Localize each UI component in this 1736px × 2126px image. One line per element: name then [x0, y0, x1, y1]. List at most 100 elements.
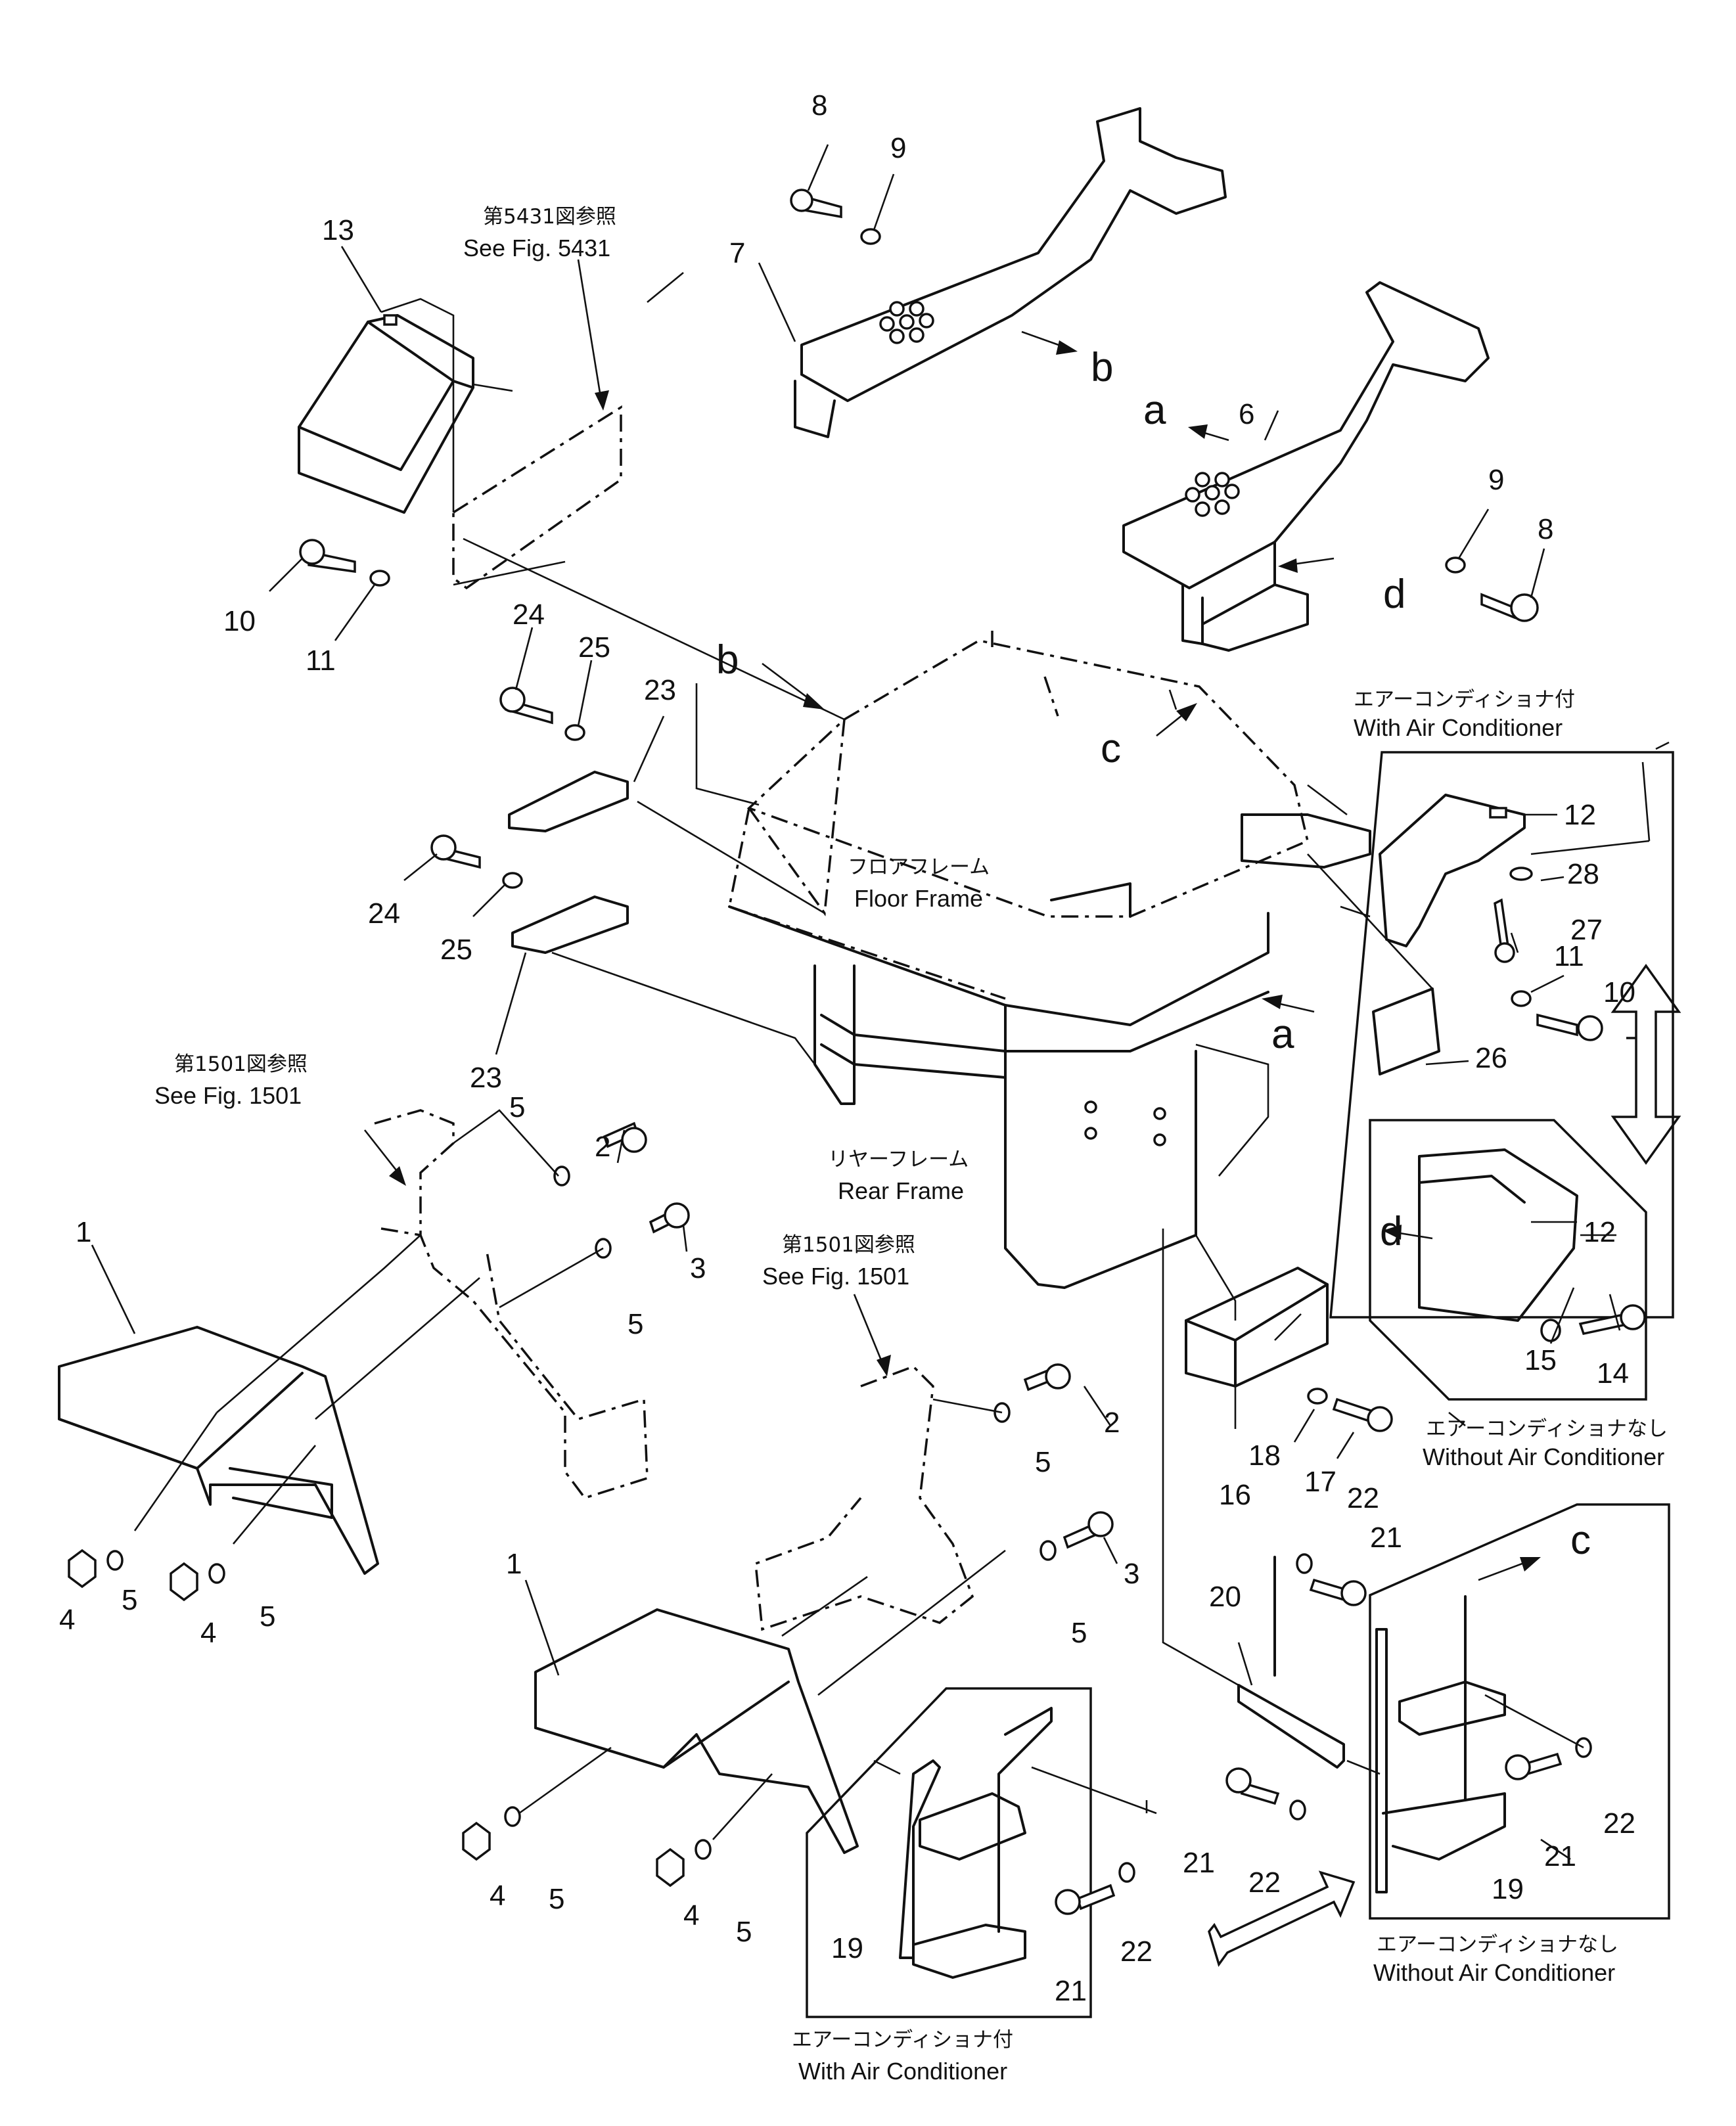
callout-9: 9	[890, 132, 906, 164]
bracket-see-1501-bottom	[754, 1365, 974, 1631]
callout-22: 22	[1347, 1482, 1379, 1514]
ref-letter-d: d	[1380, 1209, 1402, 1254]
step-part-19-left	[899, 1707, 1053, 1979]
box-without-ac-bottom	[1369, 1503, 1670, 1920]
callout-9: 9	[1488, 464, 1504, 496]
label-without-ac-jp: エアーコンディショナなし	[1377, 1933, 1618, 1956]
callout-19: 19	[1492, 1873, 1524, 1905]
plate-see-5431	[452, 405, 622, 590]
callout-20: 20	[1209, 1581, 1241, 1613]
label-rear-frame-jp: リヤーフレーム	[828, 1148, 969, 1171]
callout-13: 13	[322, 214, 354, 246]
callout-24: 24	[513, 599, 545, 631]
plate-part-26	[1372, 987, 1440, 1075]
hardware	[68, 189, 1646, 1915]
ref-letter-d: d	[1383, 572, 1405, 617]
box-part-16	[1185, 1267, 1329, 1388]
ref-letter-a: a	[1271, 1012, 1294, 1057]
bracket-part-20	[1237, 1556, 1345, 1769]
step-part-19-right	[1375, 1595, 1506, 1893]
label-without-ac-en: Without Air Conditioner	[1373, 1959, 1615, 1986]
label-without-ac-en: Without Air Conditioner	[1423, 1443, 1664, 1470]
callout-22: 22	[1120, 1935, 1153, 1968]
callout-5: 5	[1071, 1617, 1087, 1649]
callout-21: 21	[1544, 1840, 1576, 1872]
double-arrow-vertical	[1610, 963, 1681, 1165]
label-rear-frame-en: Rear Frame	[838, 1177, 964, 1204]
cover-part-13	[298, 314, 474, 514]
callout-5: 5	[122, 1584, 137, 1616]
box-with-ac-bottom	[806, 1687, 1092, 2018]
callout-5: 5	[736, 1916, 752, 1948]
callout-26: 26	[1475, 1042, 1507, 1074]
note-see-fig-1501-jp: 第1501図参照	[782, 1233, 915, 1257]
callout-3: 3	[690, 1252, 706, 1284]
ref-letter-c: c	[1570, 1518, 1591, 1563]
callout-19: 19	[831, 1932, 863, 1964]
callout-5: 5	[549, 1883, 564, 1915]
label-with-ac-en: With Air Conditioner	[798, 2058, 1007, 2085]
label-without-ac-jp: エアーコンディショナなし	[1426, 1417, 1668, 1441]
cover-part-12-noac	[1418, 1148, 1578, 1322]
reference-letters: b a d b c a d c	[716, 345, 1591, 1563]
callout-21: 21	[1370, 1522, 1402, 1554]
leader-lines	[91, 144, 1670, 1861]
callout-28: 28	[1567, 858, 1599, 890]
callout-22: 22	[1248, 1866, 1281, 1899]
callout-25: 25	[440, 934, 472, 966]
frame-part-6	[1122, 281, 1490, 652]
box-without-ac-mid	[1369, 1119, 1647, 1401]
callout-14: 14	[1597, 1357, 1629, 1390]
box-with-ac-top	[1329, 751, 1674, 1319]
label-with-ac-jp: エアーコンディショナ付	[1354, 688, 1575, 712]
callout-1: 1	[76, 1216, 91, 1248]
callout-23: 23	[470, 1062, 502, 1094]
bracket-part-23	[508, 771, 629, 954]
callout-2: 2	[1104, 1407, 1120, 1439]
reference-arrows	[363, 259, 1681, 1967]
note-see-fig-1501-jp: 第1501図参照	[174, 1052, 308, 1076]
callout-12: 12	[1584, 1216, 1616, 1248]
callout-24: 24	[368, 897, 400, 930]
callout-4: 4	[683, 1899, 699, 1932]
ref-letter-b: b	[1091, 345, 1113, 390]
double-arrow-diagonal	[1208, 1870, 1356, 1967]
callout-3: 3	[1124, 1558, 1139, 1590]
callout-2: 2	[595, 1131, 610, 1163]
callout-8: 8	[811, 89, 827, 122]
callout-1: 1	[506, 1548, 522, 1580]
callout-4: 4	[59, 1604, 75, 1636]
note-see-fig-5431-jp: 第5431図参照	[483, 205, 616, 229]
callout-25: 25	[578, 631, 610, 664]
callout-6: 6	[1239, 398, 1254, 430]
callout-5: 5	[628, 1308, 643, 1340]
frame-part-7	[794, 107, 1227, 438]
callout-4: 4	[490, 1880, 505, 1912]
notes: 第5431図参照 See Fig. 5431 第1501図参照 See Fig.…	[154, 205, 1668, 2085]
note-see-fig-1501-en: See Fig. 1501	[154, 1082, 302, 1109]
option-boxes	[806, 751, 1674, 2018]
callout-4: 4	[200, 1617, 216, 1649]
callout-18: 18	[1248, 1439, 1281, 1472]
callout-11: 11	[1554, 940, 1584, 972]
callout-5: 5	[260, 1600, 275, 1633]
callout-21: 21	[1183, 1847, 1215, 1879]
callout-27: 27	[1570, 914, 1603, 946]
callout-8: 8	[1538, 513, 1553, 545]
callout-5: 5	[1035, 1446, 1051, 1478]
cover-part-12-ac	[1379, 794, 1526, 947]
label-with-ac-jp: エアーコンディショナ付	[792, 2028, 1013, 2052]
step-part-1-left	[58, 1326, 379, 1575]
label-floor-frame-en: Floor Frame	[854, 885, 983, 912]
callout-10: 10	[223, 605, 256, 637]
step-part-1-bottom	[534, 1608, 859, 1854]
floor-frame-body	[727, 631, 1371, 1052]
ref-letter-c: c	[1101, 726, 1121, 771]
callout-23: 23	[644, 674, 676, 706]
label-floor-frame-jp: フロアフレーム	[848, 855, 990, 879]
callout-15: 15	[1524, 1344, 1557, 1376]
label-with-ac-en: With Air Conditioner	[1354, 714, 1563, 741]
callout-10: 10	[1603, 976, 1635, 1008]
callout-7: 7	[729, 237, 745, 269]
